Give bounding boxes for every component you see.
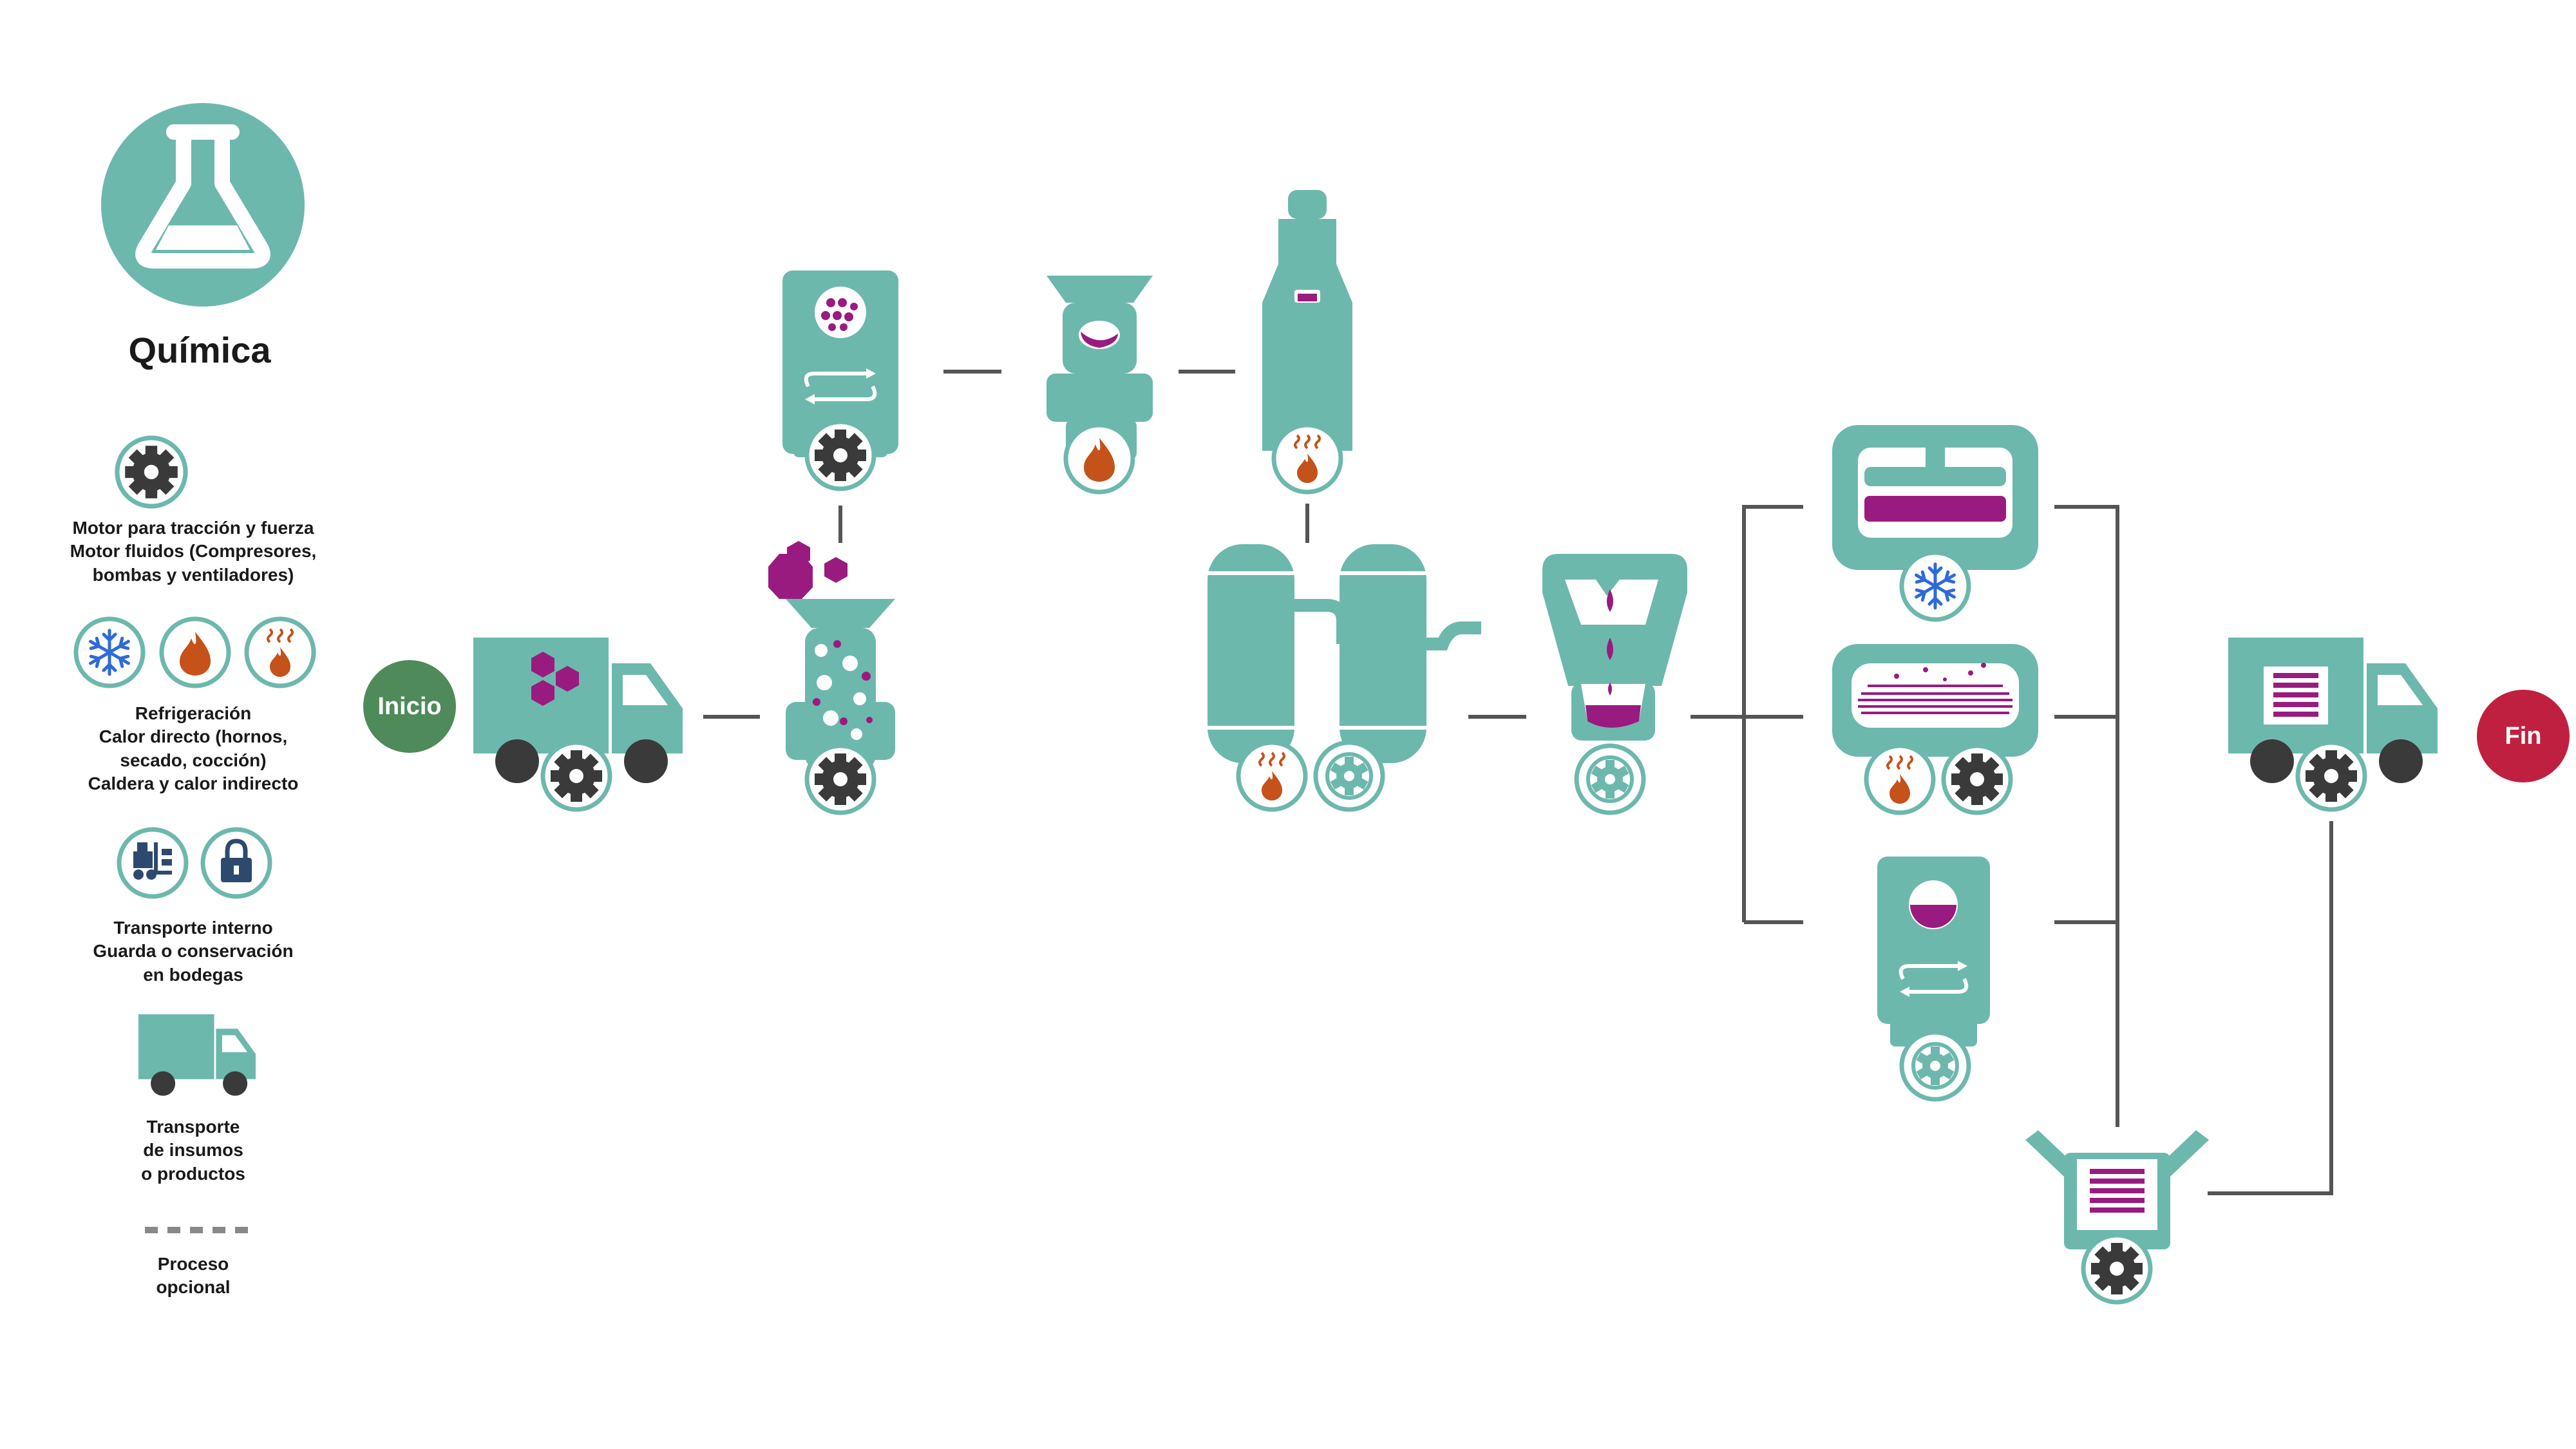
legend-motor-line1: Motor para tracción y fuerza [72,518,314,538]
legend-truck-line1: Transporte [146,1117,240,1137]
optional-mixer-fluid-motor-icon [1902,1032,1969,1099]
cooling-unit [1832,425,2038,570]
legend-transport-text: Transporte interno Guarda o conservación… [26,916,361,987]
legend-transport-line2: Guarda o conservación [93,941,294,961]
dryer-steam-icon [1866,746,1933,813]
legend-transport-line1: Transporte interno [113,918,273,938]
legend-heat-line3: secado, cocción) [120,750,267,770]
delivery-truck-gear-icon [2298,743,2365,810]
tanks-steam-icon [1238,743,1305,810]
separator-unit [1542,554,1687,741]
start-node [363,660,456,753]
legend-truck-text: Transporte de insumos o productos [26,1115,361,1186]
legend-optional-line2: opcional [156,1277,231,1298]
delivery-truck [2228,638,2438,783]
legend-forklift-icon [117,827,189,899]
feeder-mixer [768,541,895,770]
tanks-fluid-motor-icon [1316,743,1383,810]
legend-transport-line3: en bodegas [143,964,243,985]
supply-truck [473,638,683,783]
legend-lock-icon [200,827,272,899]
cooling-snowflake-icon [1902,553,1969,620]
legend-heat-line1: Refrigeración [135,703,252,723]
supply-truck-gear-icon [543,743,610,810]
legend-gear-icon [117,438,185,506]
packaging-gear-icon [2083,1235,2150,1302]
legend-truck-line3: o productos [141,1163,245,1184]
legend-motor-text: Motor para tracción y fuerza Motor fluid… [26,516,361,587]
connector-lines [703,370,2333,1195]
flask-icon [101,103,305,307]
optional-mixer [1877,857,1990,1046]
end-label: Fin [2505,722,2542,750]
legend-heat-line4: Caldera y calor indirecto [88,773,299,794]
start-label: Inicio [377,692,442,720]
dryer-gear-icon [1944,746,2011,813]
packaging-hopper [2025,1130,2209,1249]
legend-truck-line2: de insumos [143,1140,243,1160]
dryer-unit [1832,644,2038,757]
end-node [2477,690,2570,782]
legend-title: Química [128,330,271,370]
legend-truck-icon [138,1014,256,1096]
legend-heat-text: Refrigeración Calor directo (hornos, sec… [26,702,361,796]
distillation-column [1262,190,1352,451]
feeder-gear-icon [807,746,874,813]
legend-optional-line1: Proceso [157,1254,229,1274]
reactor-tank [782,270,898,457]
reactor-gear-icon [807,422,874,489]
legend-optional-text: Proceso opcional [26,1253,361,1300]
twin-tanks [1208,544,1481,763]
legend-motor-line2: Motor fluidos (Compresores, [70,541,317,562]
column-steam-icon [1274,425,1341,492]
separator-fluid-motor-icon [1577,746,1643,813]
furnace-flame-icon [1066,425,1133,492]
legend-snowflake-icon [76,619,143,686]
legend-flame-icon [162,619,229,686]
legend-motor-line3: bombas y ventiladores) [92,564,294,585]
legend-steam-flame-icon [247,619,314,686]
legend-heat-line2: Calor directo (hornos, [99,726,288,747]
